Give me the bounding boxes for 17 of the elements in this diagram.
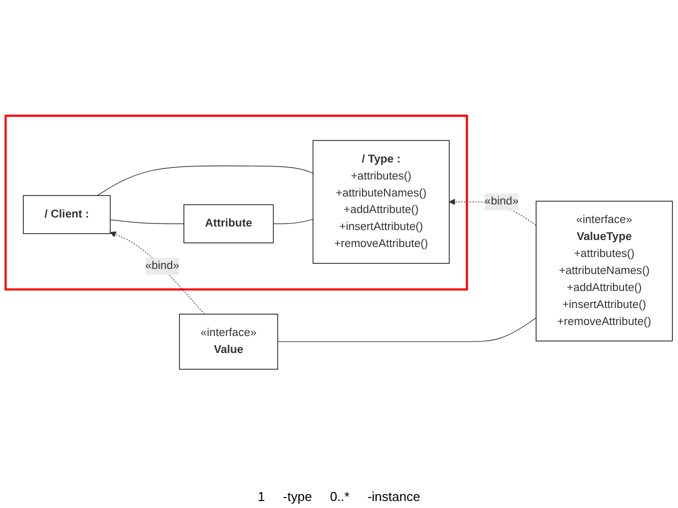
multiplicity-label: 0..* — [330, 489, 350, 504]
node-box: / Type : +attributes() +attributeNames() +addAttribute() +insertAttribute() +removeAttribute() — [312, 140, 450, 264]
node-box: «interface» Value — [179, 314, 278, 370]
edge-label: «bind» — [484, 196, 518, 208]
node-box: Attribute — [184, 204, 274, 244]
multiplicity-label: 1 — [258, 489, 266, 504]
multiplicity-label: -instance — [367, 489, 420, 504]
connector — [277, 318, 536, 342]
connector — [110, 219, 184, 224]
node-box: «interface» ValueType +attributes() +attributeNames() +addAttribute() +insertAttribute() +removeAttribute() — [536, 200, 673, 342]
cluster — [4, 114, 468, 291]
arrow — [110, 232, 205, 315]
multiplicity-label: -type — [283, 489, 312, 504]
edge-label: «bind» — [145, 260, 180, 272]
node-box: / Client : — [22, 195, 111, 234]
connector — [272, 218, 314, 224]
connector — [96, 166, 314, 196]
